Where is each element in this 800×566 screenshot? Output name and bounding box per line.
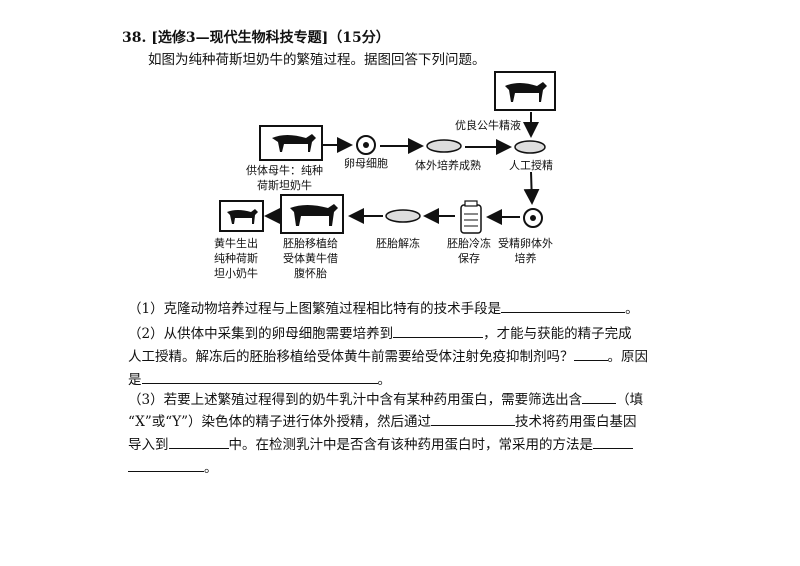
recipient-cow-icon bbox=[280, 194, 344, 234]
question-2-line-1: （2）从供体中采集到的卵母细胞需要培养到，才能与获能的精子完成 bbox=[128, 322, 632, 342]
culture-dish-icon bbox=[426, 139, 462, 153]
embryo-thawing-label: 胚胎解冻 bbox=[376, 237, 420, 250]
answer-blank-1[interactable] bbox=[501, 298, 626, 313]
question-3-line-3: 导入到中。在检测乳汁中是否含有该种药用蛋白时，常采用的方法是 bbox=[128, 433, 633, 453]
freezing-container-icon bbox=[460, 200, 482, 234]
question-title: 38. [选修3—现代生物科技专题]（15分） bbox=[122, 30, 390, 46]
answer-blank-3c[interactable] bbox=[168, 434, 229, 449]
egg-cell-icon bbox=[356, 135, 376, 155]
donor-cow-icon bbox=[259, 125, 323, 161]
insemination-dish-icon bbox=[514, 140, 546, 154]
question-1: （1）克隆动物培养过程与上图繁殖过程相比特有的技术手段是。 bbox=[128, 297, 639, 317]
embryo-transfer-label: 胚胎移植给受体黄牛借腹怀胎 bbox=[283, 237, 338, 280]
answer-blank-2c[interactable] bbox=[141, 369, 378, 384]
answer-blank-2a[interactable] bbox=[393, 323, 484, 338]
answer-blank-2b[interactable] bbox=[573, 346, 608, 361]
fertilized-egg-culture-label: 受精卵体外培养 bbox=[498, 237, 553, 265]
question-3-line-1: （3）若要上述繁殖过程得到的奶牛乳汁中含有某种药用蛋白，需要筛选出含（填 bbox=[128, 388, 643, 408]
question-3-line-4: 。 bbox=[128, 456, 218, 476]
question-2-line-3: 是。 bbox=[128, 368, 391, 388]
calf-birth-label: 黄牛生出纯种荷斯坦小奶牛 bbox=[214, 237, 258, 280]
bull-icon bbox=[494, 71, 556, 111]
calf-icon bbox=[219, 200, 264, 232]
embryo-freezing-label: 胚胎冷冻保存 bbox=[447, 237, 491, 265]
thawed-embryo-dish-icon bbox=[385, 209, 421, 223]
artificial-insemination-label: 人工授精 bbox=[509, 159, 553, 172]
bull-semen-label: 优良公牛精液 bbox=[455, 119, 521, 132]
donor-cow-label: 供体母牛：纯种荷斯坦奶牛 bbox=[246, 164, 323, 192]
question-2-line-2: 人工授精。解冻后的胚胎移植给受体黄牛前需要给受体注射免疫抑制剂吗？。原因 bbox=[128, 345, 648, 365]
egg-cell-label: 卵母细胞 bbox=[344, 157, 388, 170]
fertilized-egg-icon bbox=[523, 208, 543, 228]
answer-blank-3d-cont[interactable] bbox=[128, 457, 204, 472]
in-vitro-maturation-label: 体外培养成熟 bbox=[415, 159, 481, 172]
answer-blank-3d[interactable] bbox=[593, 434, 633, 449]
answer-blank-3b[interactable] bbox=[431, 411, 516, 426]
question-3-line-2: “X”或“Y”）染色体的精子进行体外授精，然后通过技术将药用蛋白基因 bbox=[128, 410, 637, 430]
question-intro: 如图为纯种荷斯坦奶牛的繁殖过程。据图回答下列问题。 bbox=[148, 52, 486, 68]
answer-blank-3a[interactable] bbox=[582, 389, 617, 404]
